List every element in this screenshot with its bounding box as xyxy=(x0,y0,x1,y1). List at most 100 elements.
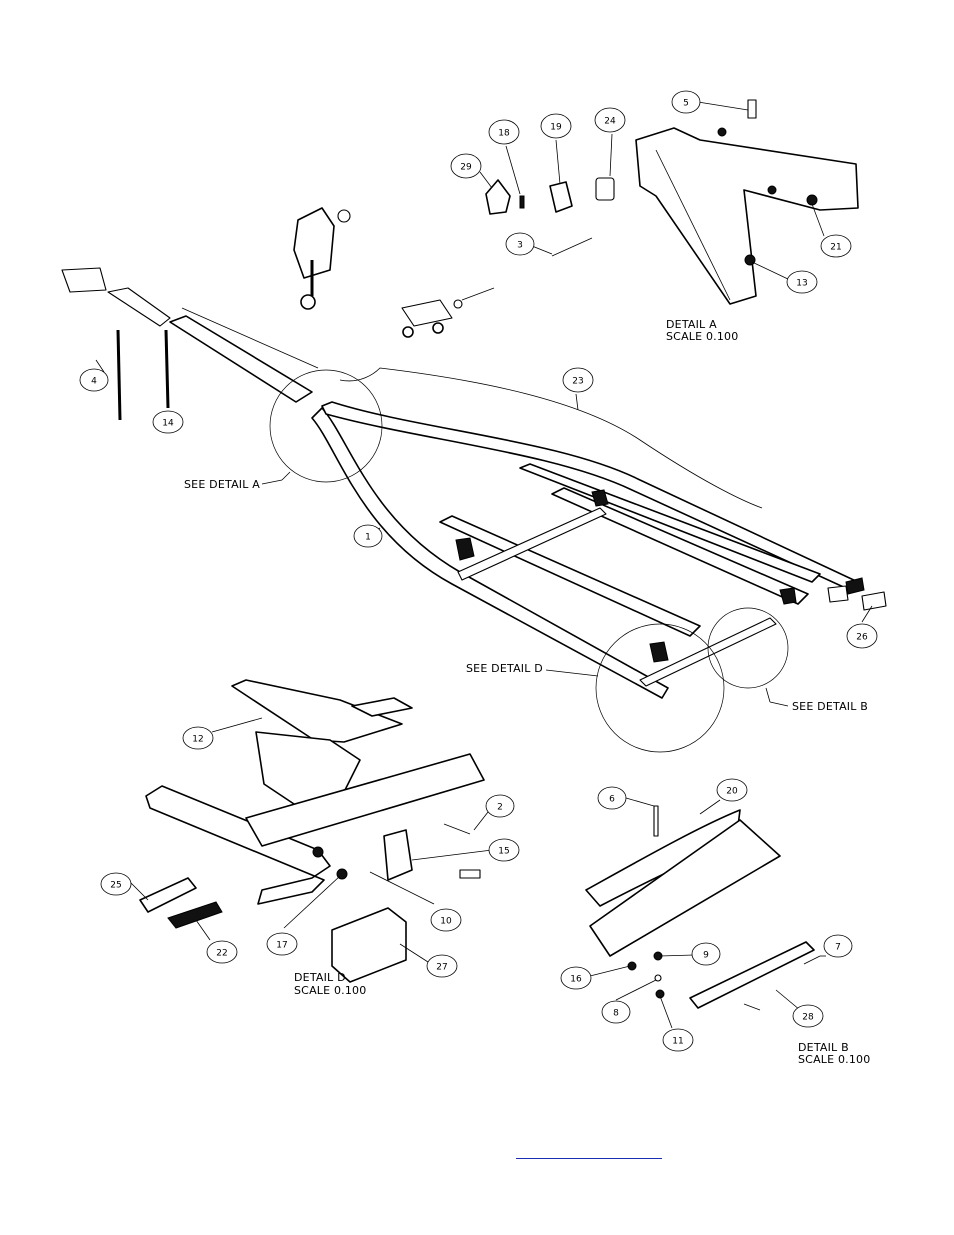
detail-b-nut-11 xyxy=(655,989,665,999)
detail-a-frame-joint xyxy=(635,127,859,305)
bunk-right xyxy=(519,463,821,583)
winch-post xyxy=(293,207,335,279)
detail-d-scale: SCALE 0.100 xyxy=(294,984,366,997)
detail-d-title: DETAIL D xyxy=(294,971,346,984)
detail-a-nut-1 xyxy=(767,185,777,195)
detail-d-nut-12 xyxy=(312,846,324,858)
detail-d-bolt-small xyxy=(459,869,481,879)
detail-a-pin-18 xyxy=(519,195,525,209)
jack-stand-left xyxy=(116,329,122,421)
rear-pad xyxy=(845,577,865,595)
callout-18: 18 xyxy=(488,119,520,145)
callout-1: 1 xyxy=(353,524,383,548)
callout-19: 19 xyxy=(540,113,572,139)
callout-3-label: 3 xyxy=(517,241,523,251)
callout-14: 14 xyxy=(152,410,184,434)
detail-b-title: DETAIL B xyxy=(798,1041,849,1054)
bunk-bracket-1 xyxy=(455,537,475,561)
detail-b-rail xyxy=(589,819,781,957)
bunk-bracket-3 xyxy=(649,641,669,663)
detail-a-nut-13 xyxy=(744,254,756,266)
callout-16-label: 16 xyxy=(570,975,582,985)
callout-9-label: 9 xyxy=(703,951,709,961)
see-detail-d-label: SEE DETAIL D xyxy=(466,662,543,675)
callout-21: 21 xyxy=(820,234,852,258)
detail-a-part-29 xyxy=(485,179,511,215)
callout-25-label: 25 xyxy=(110,881,121,891)
detail-d-plate-25 xyxy=(139,877,197,913)
detail-d-guide-15 xyxy=(383,829,413,881)
bolt xyxy=(461,287,495,301)
detail-d-pad-22 xyxy=(167,901,223,929)
callout-7: 7 xyxy=(823,934,853,958)
bow-stop-bracket xyxy=(401,299,453,327)
detail-a-scale: SCALE 0.100 xyxy=(666,330,738,343)
detail-a-nut-21 xyxy=(806,194,818,206)
callout-6: 6 xyxy=(597,786,627,810)
footer-link-underline[interactable] xyxy=(516,1158,662,1159)
callout-27: 27 xyxy=(426,954,458,978)
callout-17: 17 xyxy=(266,932,298,956)
detail-b-bolt-6 xyxy=(653,805,659,837)
coupler-bracket xyxy=(107,287,171,327)
callout-21-label: 21 xyxy=(830,243,841,253)
callout-5: 5 xyxy=(671,90,701,114)
coupler-tube xyxy=(61,267,107,293)
winch-hook xyxy=(300,294,316,310)
detail-b-scale: SCALE 0.100 xyxy=(798,1053,870,1066)
rear-block-left xyxy=(827,585,849,603)
winch-assembly xyxy=(293,207,495,338)
detail-d-main-rail xyxy=(245,753,485,847)
cross-member-1 xyxy=(457,507,607,581)
callout-22: 22 xyxy=(206,940,238,964)
callout-leaders xyxy=(95,101,873,1029)
callout-3: 3 xyxy=(505,232,535,256)
detail-a-circle xyxy=(269,369,383,483)
callout-24: 24 xyxy=(594,107,626,133)
bunk-bracket-2 xyxy=(591,489,609,507)
callout-15-label: 15 xyxy=(498,847,509,857)
callout-24-label: 24 xyxy=(604,117,616,127)
callout-8: 8 xyxy=(601,1000,631,1024)
callout-25: 25 xyxy=(100,872,132,896)
detail-b-washer-8 xyxy=(654,974,662,982)
detail-a-bolt-5 xyxy=(747,99,757,119)
detail-a-bolt-3 xyxy=(551,237,593,257)
bow-roller-left xyxy=(402,326,414,338)
detail-b-nut-16 xyxy=(627,961,637,971)
callout-29-label: 29 xyxy=(460,163,472,173)
detail-d-bolt-2 xyxy=(443,823,471,835)
callout-7-label: 7 xyxy=(835,943,841,953)
callout-27-label: 27 xyxy=(436,963,447,973)
callout-28-label: 28 xyxy=(802,1013,814,1023)
bunk-middle xyxy=(551,487,809,605)
detail-b-strip-28 xyxy=(689,941,815,1009)
winch-handle-knob xyxy=(337,209,351,223)
callout-28: 28 xyxy=(792,1004,824,1028)
detail-d-circle xyxy=(595,623,725,753)
callout-9: 9 xyxy=(691,942,721,966)
tongue-beam xyxy=(169,315,313,403)
detail-b-circle xyxy=(707,607,789,689)
main-frame-assembly xyxy=(61,267,887,699)
callout-11-label: 11 xyxy=(672,1037,683,1047)
bow-roller-right xyxy=(432,322,444,334)
frame-left-rail xyxy=(311,407,669,699)
callout-12-label: 12 xyxy=(192,735,203,745)
bunk-bracket-4 xyxy=(779,587,797,605)
callout-22-label: 22 xyxy=(216,949,227,959)
callout-19-label: 19 xyxy=(550,123,562,133)
callout-18-label: 18 xyxy=(498,129,510,139)
callout-12: 12 xyxy=(182,726,214,750)
see-detail-b-label: SEE DETAIL B xyxy=(792,700,868,713)
callout-5-label: 5 xyxy=(683,99,689,109)
callout-6-label: 6 xyxy=(609,795,615,805)
detail-a-title: DETAIL A xyxy=(666,318,717,331)
callout-26-label: 26 xyxy=(856,633,868,643)
see-detail-a-label: SEE DETAIL A xyxy=(184,478,260,491)
callout-4-label: 4 xyxy=(91,377,97,387)
detail-b-screw xyxy=(743,1003,761,1011)
callout-16: 16 xyxy=(560,966,592,990)
callout-11: 11 xyxy=(662,1028,694,1052)
callout-8-label: 8 xyxy=(613,1009,619,1019)
